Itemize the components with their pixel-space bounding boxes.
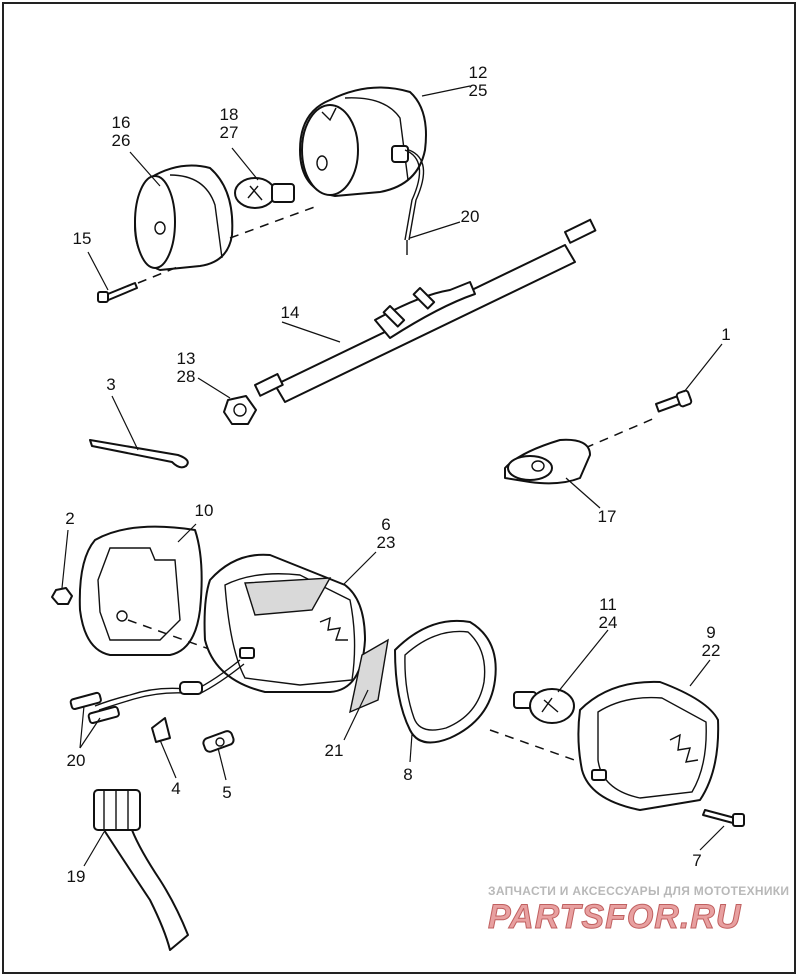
- tail-bulb: [513, 688, 575, 724]
- lower-wires: [69, 659, 245, 724]
- mounting-bar: [253, 218, 597, 403]
- cotter-pin: [89, 439, 189, 469]
- callout-20-lower: 20: [67, 751, 86, 770]
- callout-9: 9: [706, 623, 715, 642]
- leader-lines: [61, 85, 725, 867]
- callout-26: 26: [112, 131, 131, 150]
- turn-signal-housing: [299, 86, 427, 197]
- callout-11: 11: [599, 595, 617, 614]
- washer-nut: [51, 587, 73, 605]
- callout-8: 8: [403, 765, 412, 784]
- callout-25: 25: [469, 81, 488, 100]
- callout-21: 21: [325, 741, 344, 760]
- watermark-logo-text: PARTSFOR.RU: [488, 898, 742, 936]
- callout-19: 19: [67, 867, 86, 886]
- callout-5: 5: [222, 783, 231, 802]
- tail-lens: [577, 680, 720, 811]
- plug-screw: [655, 389, 693, 413]
- callout-16: 16: [112, 113, 131, 132]
- callout-13: 13: [177, 349, 196, 368]
- wire-clip-4: [151, 717, 171, 743]
- callout-6: 6: [381, 515, 390, 534]
- callout-17: 17: [598, 507, 617, 526]
- callout-27: 27: [220, 123, 239, 142]
- rear-gasket: [78, 525, 203, 656]
- callout-1: 1: [721, 325, 730, 344]
- callout-7: 7: [692, 851, 701, 870]
- callout-12: 12: [469, 63, 488, 82]
- watermark-tagline: ЗАПЧАСТИ И АКСЕССУАРЫ ДЛЯ МОТОТЕХНИКИ: [488, 884, 790, 898]
- mounting-nut: [223, 395, 257, 425]
- lens-screw-lower: [702, 809, 745, 827]
- upper-lens: [134, 164, 234, 271]
- callout-28: 28: [177, 367, 196, 386]
- callout-2: 2: [65, 509, 74, 528]
- tail-lamp-housing: [203, 553, 366, 693]
- callout-24: 24: [599, 613, 618, 632]
- tail-lens-frame: [349, 619, 497, 744]
- callout-labels: 12 25 16 26 18 27 20 15 14 13 28 3 1 17 …: [65, 63, 730, 886]
- watermark-logo: PARTSFOR.RU: [488, 898, 742, 937]
- callout-15: 15: [73, 229, 92, 248]
- callout-23: 23: [377, 533, 396, 552]
- callout-3: 3: [106, 375, 115, 394]
- callout-14: 14: [281, 303, 300, 322]
- harness-connector: [93, 789, 189, 951]
- wire-clip-5: [202, 730, 235, 753]
- callout-20-upper: 20: [461, 207, 480, 226]
- rubber-plug: [504, 438, 591, 485]
- callout-4: 4: [171, 779, 180, 798]
- callout-10: 10: [195, 501, 214, 520]
- upper-bulb: [234, 177, 295, 209]
- callout-22: 22: [702, 641, 721, 660]
- upper-wire: [404, 149, 421, 241]
- lens-screw: [97, 282, 138, 303]
- callout-18: 18: [220, 105, 239, 124]
